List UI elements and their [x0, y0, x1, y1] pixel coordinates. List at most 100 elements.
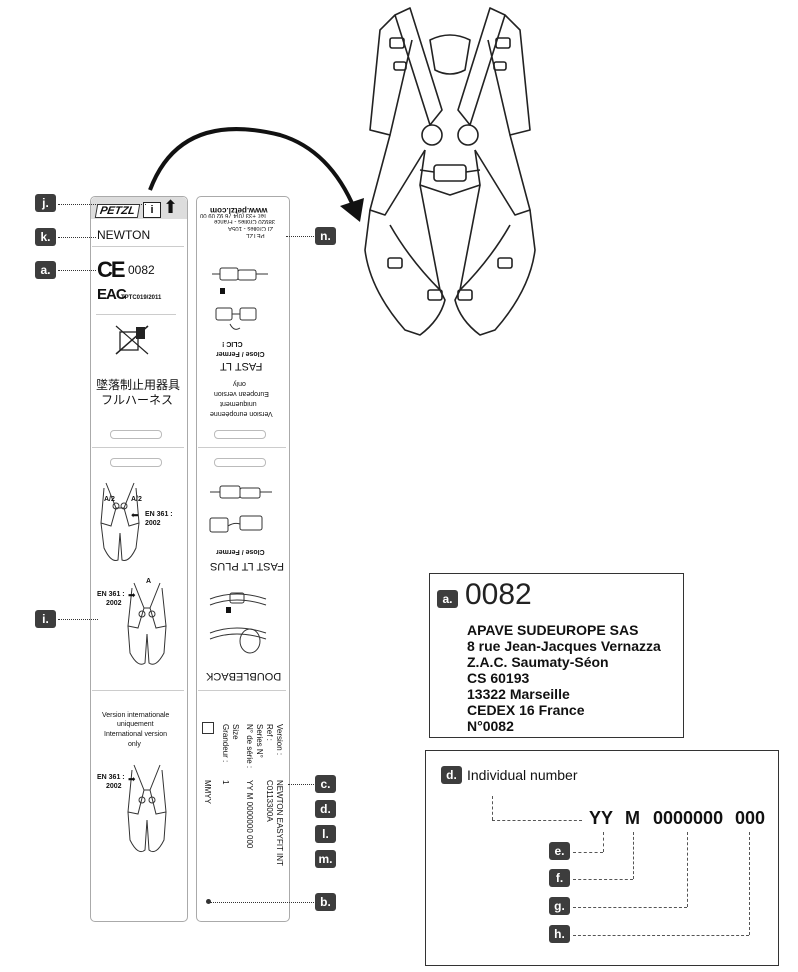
marker-d: d.	[315, 800, 336, 818]
field-grandeur: Grandeur :	[221, 724, 230, 763]
dashed-line	[573, 935, 749, 936]
fold-line	[92, 690, 184, 691]
marker-a: a.	[35, 261, 56, 279]
field-version: Version :	[275, 724, 284, 756]
notified-body-number: 0082	[465, 578, 532, 611]
marker-f: f.	[549, 869, 570, 887]
model-name: NEWTON	[97, 228, 151, 242]
fold-line	[198, 447, 286, 448]
doubleback-buckle-icon	[209, 592, 267, 654]
value-date: MMYY	[203, 780, 212, 804]
marker-g: g.	[549, 897, 570, 915]
leader-line	[210, 902, 314, 903]
arrow-right-icon: ⬅	[131, 510, 139, 520]
japanese-text-2: フルハーネス	[101, 393, 174, 407]
separator	[96, 314, 176, 315]
address-line: CS 60193	[467, 670, 530, 686]
address-line: 8 rue Jean-Jacques Vernazza	[467, 638, 661, 654]
eu-version-4: only	[233, 380, 246, 387]
address-line: Z.A.C. Saumaty-Séon	[467, 654, 609, 670]
fast-lt-plus-buckle-icon	[209, 485, 272, 533]
fast-lt-label: FAST LT	[220, 360, 263, 372]
harness-illustration	[364, 7, 536, 336]
marker-k: k.	[35, 228, 56, 246]
version-line-1: Version internationale	[102, 712, 170, 719]
dashed-line	[749, 832, 750, 935]
eu-version-3: European version	[214, 390, 269, 397]
fold-line	[92, 447, 184, 448]
strap-slot	[110, 458, 162, 467]
anchor-half-left: A/2	[104, 496, 115, 503]
marker-a-panel: a.	[437, 590, 458, 608]
dashed-line	[633, 832, 634, 879]
marker-b: b.	[315, 893, 336, 911]
fold-line	[198, 690, 286, 691]
ce-mark: CE	[97, 257, 126, 282]
version-line-3: International version	[104, 731, 168, 738]
fast-lt-buckle-icon	[212, 267, 268, 330]
right-label	[196, 196, 290, 922]
dashed-line	[603, 832, 604, 852]
field-series: Series N°	[255, 724, 264, 758]
en-year-2: 2002	[106, 600, 122, 607]
marker-d-panel: d.	[441, 766, 462, 784]
notified-body-address: APAVE SUDEUROPE SAS 8 rue Jean-Jacques V…	[467, 622, 661, 734]
leader-line	[58, 619, 98, 620]
anchor-half-right: A/2	[131, 496, 142, 503]
individual-number-panel	[425, 750, 779, 966]
close-fermer-1: Close / Fermer	[216, 350, 265, 357]
version-line-4: only	[128, 741, 141, 748]
leader-line	[58, 270, 96, 271]
dashed-line	[573, 879, 633, 880]
leader-line	[58, 204, 146, 205]
address-line: CEDEX 16 France	[467, 702, 585, 718]
dashed-line	[573, 852, 603, 853]
harness-diagram-small	[100, 482, 140, 561]
notified-body-panel	[429, 573, 684, 738]
dashed-line	[492, 796, 493, 820]
value-serial: YY M 0000000 000	[245, 780, 254, 849]
japanese-text-1: 墜落制止用器具	[96, 378, 181, 392]
marker-m: m.	[315, 850, 336, 868]
harness-diagram-front	[127, 582, 167, 665]
dashed-line	[687, 832, 688, 907]
marker-i: i.	[35, 610, 56, 628]
clic-label: CLIC !	[222, 340, 243, 347]
eac-mark: EAC	[97, 286, 127, 303]
leader-line	[286, 236, 314, 237]
strap-slot	[214, 458, 266, 467]
phone: Tel: +33 (0)4 76 92 09 00	[200, 212, 267, 218]
ce-number: 0082	[128, 263, 155, 277]
arrow-right-icon: ➡	[128, 774, 136, 784]
dashed-line	[492, 820, 582, 821]
marker-j: j.	[35, 194, 56, 212]
up-arrow-icon: ⬆	[163, 197, 179, 217]
strap-slot	[110, 430, 162, 439]
en-standard-2: EN 361 :	[97, 591, 125, 598]
marker-e: e.	[549, 842, 570, 860]
en-year-1: 2002	[145, 520, 161, 527]
eac-standard: TPTC019/2011	[121, 295, 162, 301]
info-icon: i	[143, 202, 161, 218]
no-machine-wash-icon	[115, 325, 149, 355]
en-standard-1: EN 361 :	[145, 511, 173, 518]
harness-diagram-back	[127, 764, 167, 853]
company-name: PETZL	[246, 232, 265, 238]
address-line: 13322 Marseille	[467, 686, 570, 702]
serial-year: YY	[589, 808, 614, 828]
marker-l: l.	[315, 825, 336, 843]
calendar-icon	[202, 722, 214, 734]
eu-version-1: Version européenne	[210, 410, 273, 417]
value-version: NEWTON EASYFIT INT	[275, 780, 284, 866]
anchor-label: A	[146, 578, 152, 585]
marker-h: h.	[549, 925, 570, 943]
value-ref: C0113300A	[265, 780, 274, 822]
leader-line	[58, 237, 96, 238]
serial-sequence: 0000000	[653, 808, 724, 828]
address-line-2: 38920 Crolles - France	[214, 218, 276, 224]
address-line: APAVE SUDEUROPE SAS	[467, 622, 639, 638]
field-size: Size	[231, 724, 240, 740]
version-line-2: uniquement	[117, 721, 154, 728]
strap-slot	[214, 430, 266, 439]
separator	[92, 246, 184, 247]
